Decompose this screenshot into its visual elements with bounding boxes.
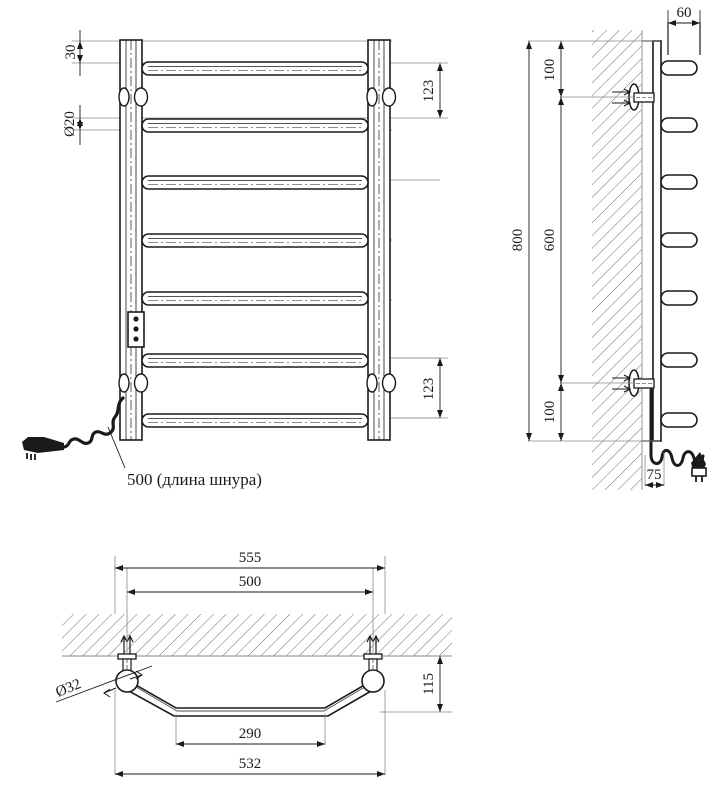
front-rung	[141, 353, 369, 368]
front-dim-123-top-label: 123	[421, 80, 437, 103]
plan-dim-115-label: 115	[421, 673, 437, 695]
plan-dim-115: 115	[421, 656, 443, 712]
plan-tube-inner-line	[130, 683, 371, 712]
plan-fixing-right	[363, 634, 383, 674]
side-dim-100-bottom: 100	[542, 383, 564, 441]
side-dim-75-label: 75	[647, 467, 662, 483]
side-dim-600: 600	[542, 97, 564, 383]
side-dim-100-top: 100	[542, 41, 564, 97]
plan-top-view: Ø32 555 500 115	[54, 550, 452, 777]
front-elevation-view: 30 Ø20 123 123 500 (длина шнура)	[22, 30, 448, 489]
side-rung	[660, 352, 698, 368]
plan-end-joints	[115, 669, 385, 693]
side-dim-100-top-label: 100	[542, 59, 558, 82]
cord-length-note: 500 (длина шнура)	[107, 426, 262, 489]
front-dim-d20: Ø20	[62, 105, 83, 145]
front-dim-123-top: 123	[392, 62, 448, 119]
front-power-cord	[62, 396, 125, 449]
plan-extension-lines	[114, 556, 452, 775]
plan-wall-section	[62, 614, 452, 657]
side-dim-60-label: 60	[677, 5, 692, 21]
plan-dim-532-label: 532	[239, 756, 262, 772]
side-dim-75: 75	[645, 467, 664, 488]
side-dim-100-bottom-label: 100	[542, 401, 558, 424]
front-rung	[141, 118, 369, 133]
front-rungs	[141, 61, 369, 428]
side-rung	[660, 290, 698, 306]
plan-dim-532: 532	[115, 756, 385, 777]
front-rung	[141, 233, 369, 248]
front-dim-123-bottom: 123	[392, 357, 448, 419]
cord-length-note-label: 500 (длина шнура)	[127, 470, 262, 489]
plan-dim-290: 290	[176, 726, 325, 747]
plan-dim-500-label: 500	[239, 574, 262, 590]
front-dim-30: 30	[63, 30, 83, 76]
side-dim-800: 800	[510, 41, 532, 441]
front-dim-123-bottom-label: 123	[421, 378, 437, 401]
power-plug-icon	[691, 452, 707, 482]
side-rung	[660, 174, 698, 190]
side-extension-lines	[528, 10, 701, 486]
plan-dim-555-label: 555	[239, 550, 262, 566]
front-rung	[141, 413, 369, 428]
plan-dim-555: 555	[115, 550, 385, 571]
plan-dim-500: 500	[127, 574, 373, 595]
side-dim-800-label: 800	[510, 229, 526, 252]
front-dim-30-label: 30	[63, 45, 79, 60]
front-right-rail	[367, 39, 391, 441]
side-rung	[660, 117, 698, 133]
side-rung	[660, 60, 698, 76]
side-rung	[660, 412, 698, 428]
plan-dim-290-label: 290	[239, 726, 262, 742]
front-wall-bracket-bosses	[118, 87, 397, 393]
front-rung	[141, 61, 369, 76]
side-rung	[660, 232, 698, 248]
side-dim-60: 60	[668, 5, 700, 26]
front-rung	[141, 175, 369, 190]
front-dim-d20-label: Ø20	[62, 111, 78, 137]
control-module-icon	[127, 311, 145, 348]
front-rung	[141, 291, 369, 306]
power-plug-icon	[22, 437, 64, 460]
side-rungs	[660, 60, 698, 428]
side-dim-600-label: 600	[542, 229, 558, 252]
side-section-view: 60 100 600 100 800 75	[510, 5, 707, 490]
